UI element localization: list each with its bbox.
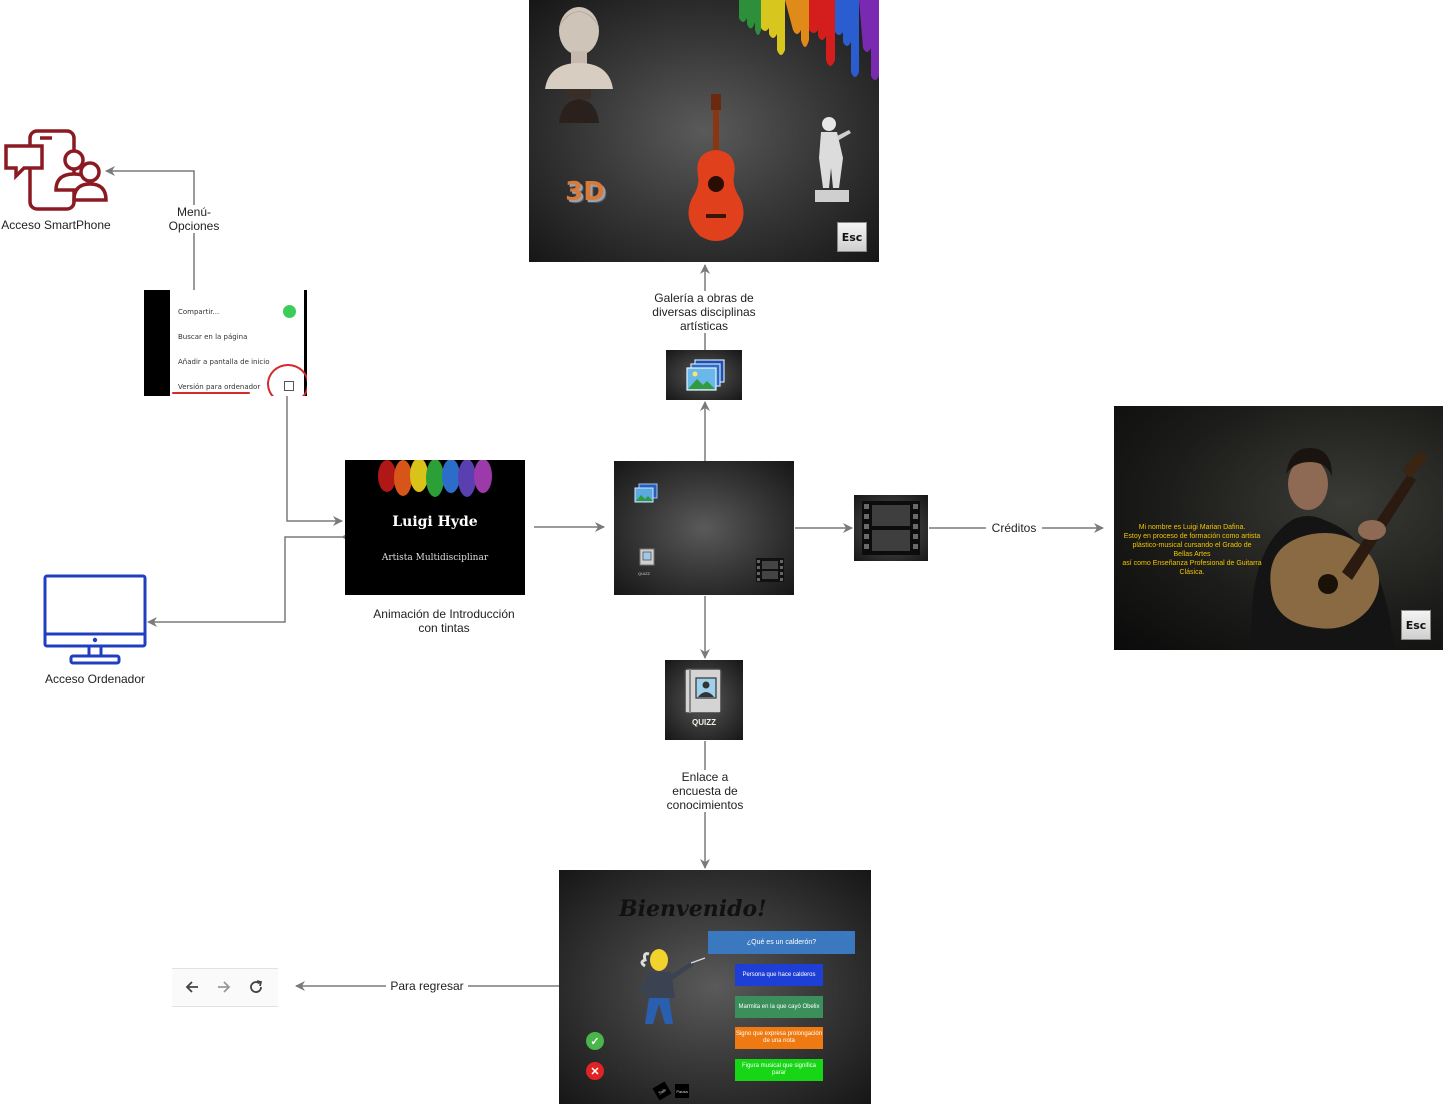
wrong-count: 0 [619, 1067, 623, 1074]
wrong-x-icon: ✕ [586, 1062, 604, 1080]
arrow-menu-to-smartphone [105, 166, 195, 290]
quiz-icon-label: QUIZZ [692, 718, 716, 727]
credits-line-3: plástico-musical cursando el Grado de [1132, 542, 1252, 549]
smartphone-label: Acceso SmartPhone [0, 218, 112, 232]
gallery-icon-tile[interactable] [666, 350, 742, 400]
gallery-esc-button[interactable]: Esc [837, 222, 867, 252]
enlace-caption-line1: Enlace a [650, 770, 760, 784]
arrow-intro-desktop [147, 532, 351, 627]
credits-line-4: Bellas Artes [1173, 551, 1211, 558]
gallery-images-icon [686, 359, 725, 391]
credits-line-5: así como Enseñanza Profesional de Guitar… [1122, 560, 1262, 567]
quiz-title: Bienvenido! [619, 896, 767, 922]
paint-drips-image [739, 0, 879, 80]
guitarist-photo [1251, 448, 1428, 650]
menu-left-bar [144, 290, 170, 396]
intro-caption-line1: Animación de Introducción [364, 607, 524, 621]
david-bust-image [545, 7, 613, 123]
hub-gallery-icon[interactable] [634, 483, 658, 504]
hub-slide: QUIZZ [614, 461, 794, 595]
galeria-caption-line1: Galería a obras de [640, 291, 768, 305]
arrow-checkbox-to-intro [286, 395, 343, 526]
statue-image [815, 117, 851, 202]
credits-line-1: Mi nombre es Luigi Marian Dafina. [1138, 524, 1246, 531]
quiz-exit-button[interactable]: Salir [652, 1081, 672, 1101]
red-circle-mark [267, 364, 307, 396]
hub-quiz-icon[interactable] [639, 548, 655, 568]
quiz-book-icon [684, 668, 722, 714]
menu-item-anadir[interactable]: Añadir a pantalla de inicio [178, 358, 270, 366]
quiz-pause-button[interactable]: Pausa [675, 1084, 689, 1098]
guitar-image [688, 94, 744, 241]
credits-esc-button[interactable]: Esc [1401, 610, 1431, 640]
hub-quiz-label: QUIZZ [638, 571, 650, 576]
menu-item-compartir[interactable]: Compartir... [178, 308, 220, 316]
film-strip-icon [862, 501, 920, 555]
quiz-slide: Bienvenido! ¿Qué es un calderón? Persona… [559, 870, 871, 1104]
credits-line-6: Clásica. [1179, 569, 1205, 576]
intro-subtitle: Artista Multidisciplinar [381, 553, 489, 563]
whatsapp-icon [283, 305, 296, 318]
enlace-caption-line3: conocimientos [650, 798, 760, 812]
desktop-monitor-icon [43, 574, 147, 665]
galeria-caption-line2: diversas disciplinas [640, 305, 768, 319]
enlace-caption-line2: encuesta de [650, 784, 760, 798]
intro-caption-line2: con tintas [364, 621, 524, 635]
red-underline [172, 392, 250, 394]
badge-3d: 3D [565, 177, 605, 207]
quiz-icon-tile[interactable]: QUIZZ [665, 660, 743, 740]
gallery-slide: 3D Esc [529, 0, 879, 262]
credits-line-2: Estoy en proceso de formación como artis… [1123, 533, 1261, 540]
answer-option-4[interactable]: Figura musical que significa parar [735, 1059, 823, 1081]
correct-count: 0 [619, 1037, 623, 1044]
intro-title: Luigi Hyde [392, 514, 478, 530]
correct-check-icon: ✓ [586, 1032, 604, 1050]
answer-option-1[interactable]: Persona que hace calderos [735, 964, 823, 986]
credits-slide: Mi nombre es Luigi Marian Dafina. Estoy … [1114, 406, 1443, 650]
reload-icon[interactable] [248, 979, 264, 995]
ink-clouds-image [378, 460, 492, 497]
intro-slide[interactable]: Luigi Hyde Artista Multidisciplinar [345, 460, 525, 595]
menu-item-buscar[interactable]: Buscar en la página [178, 333, 248, 341]
galeria-caption-line3: artísticas [640, 319, 768, 333]
mobile-menu-screenshot: Compartir... Buscar en la página Añadir … [144, 290, 307, 396]
quiz-question: ¿Qué es un calderón? [708, 931, 855, 954]
conductor-character-image [637, 949, 706, 1024]
ordenador-label: Acceso Ordenador [36, 672, 154, 686]
menu-item-version-ordenador[interactable]: Versión para ordenador [178, 383, 261, 391]
creditos-label: Créditos [986, 521, 1042, 535]
credits-text-block: Mi nombre es Luigi Marian Dafina. Estoy … [1114, 523, 1270, 577]
hub-film-icon[interactable] [756, 558, 784, 582]
regresar-label: Para regresar [386, 979, 468, 993]
smartphone-users-icon [4, 129, 108, 211]
answer-option-2[interactable]: Marmita en la que cayó Obelix [735, 996, 823, 1018]
back-arrow-icon[interactable] [184, 980, 200, 994]
forward-arrow-icon[interactable] [216, 980, 232, 994]
answer-option-3[interactable]: Signo que expresa prolongación de una no… [735, 1027, 823, 1049]
film-icon-tile[interactable] [854, 495, 928, 561]
browser-nav-bar [172, 968, 278, 1007]
menu-right-bar [304, 290, 307, 396]
menu-opciones-label: Menú-Opciones [152, 205, 236, 233]
